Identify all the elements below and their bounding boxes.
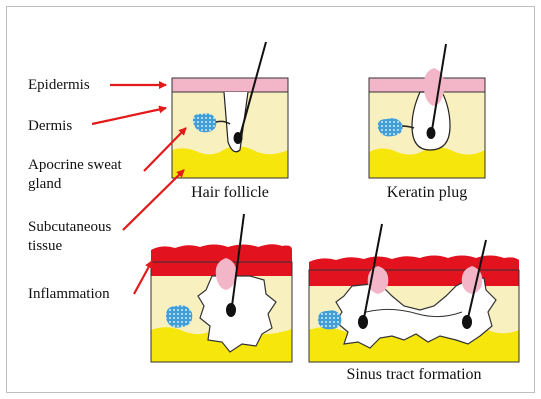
label-inflammation: Inflammation (28, 285, 110, 303)
panel-hair-follicle (172, 42, 288, 178)
caption-hair-follicle: Hair follicle (172, 184, 288, 202)
panel-keratin-plug (369, 44, 485, 178)
panel-sinus-tract (309, 224, 519, 362)
arrow-dermis (92, 108, 166, 124)
panel-inflammation (151, 214, 292, 362)
label-dermis: Dermis (28, 117, 72, 135)
label-subcutaneous-line2: tissue (28, 237, 62, 255)
hair-bulb (234, 132, 243, 144)
label-apocrine-line2: gland (28, 175, 61, 193)
label-apocrine-line1: Apocrine sweat (28, 156, 122, 174)
label-epidermis: Epidermis (28, 76, 90, 94)
label-subcutaneous-line1: Subcutaneous (28, 218, 111, 236)
caption-keratin-plug: Keratin plug (369, 184, 485, 202)
caption-sinus-tract: Sinus tract formation (309, 366, 519, 384)
epidermis-layer (172, 78, 288, 92)
arrow-inflammation (134, 261, 152, 294)
